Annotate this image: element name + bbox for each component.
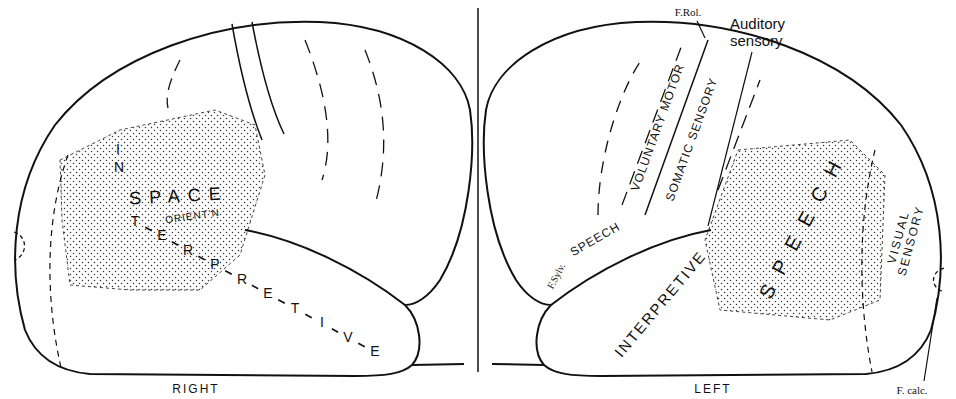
occipital-pole (14, 232, 25, 260)
region-label: ORIENT'N (164, 207, 221, 226)
central-fissure (252, 22, 284, 134)
leader-line (924, 298, 937, 381)
stippled-area (60, 110, 265, 290)
letter-dash (252, 285, 258, 288)
occipital-pole (934, 268, 945, 292)
right-hemisphere (15, 22, 472, 376)
area-label: Auditory sensory (730, 16, 810, 49)
letter-dash (278, 300, 284, 304)
sulcus (365, 50, 384, 205)
region-letter: T (131, 214, 140, 229)
letter-dash (172, 242, 178, 246)
left-hemisphere (484, 22, 941, 376)
sulcus (305, 40, 328, 180)
area-label: SPEECH (567, 220, 622, 260)
letter-dash (358, 343, 364, 346)
region-letter: E (370, 344, 379, 359)
area-label: VISUAL SENSORY (882, 199, 928, 281)
stippled-area (705, 140, 885, 320)
fissure-label: F. calc. (896, 384, 927, 396)
central-fissure (232, 24, 262, 140)
region-label: SPACE (121, 184, 230, 209)
letter-dash (305, 314, 311, 317)
leader-line (697, 21, 705, 38)
region-letter: I (116, 142, 120, 157)
fissure-label: F.Sylv. (545, 261, 568, 290)
fissure-label: F.Rol. (675, 6, 702, 18)
sulcus (167, 60, 180, 108)
visual-boundary (862, 150, 875, 372)
region-letter: P (210, 257, 219, 272)
region-letter: T (291, 301, 300, 316)
sulcus (598, 62, 640, 215)
letter-dashes (145, 227, 364, 346)
letter-dash (145, 227, 151, 230)
region-label: INTERPRETIVE (610, 248, 710, 362)
divider (477, 8, 479, 372)
region-letter: R (237, 272, 247, 287)
region-label: SPEECH (748, 145, 852, 314)
letter-dash (332, 329, 338, 333)
region-letter: I (320, 315, 324, 330)
region-letter: E (263, 286, 272, 301)
region-letter: E (157, 228, 166, 243)
region-letter: N (114, 160, 124, 175)
letter-dash (225, 271, 231, 275)
occipital-boundary (50, 155, 68, 372)
region-letter: R (183, 243, 193, 258)
region-letter: V (343, 330, 352, 345)
hemisphere-label: LEFT (692, 383, 731, 396)
postcentral-line (718, 80, 760, 190)
hemisphere-label: RIGHT (170, 383, 219, 396)
letter-dash (198, 256, 204, 259)
